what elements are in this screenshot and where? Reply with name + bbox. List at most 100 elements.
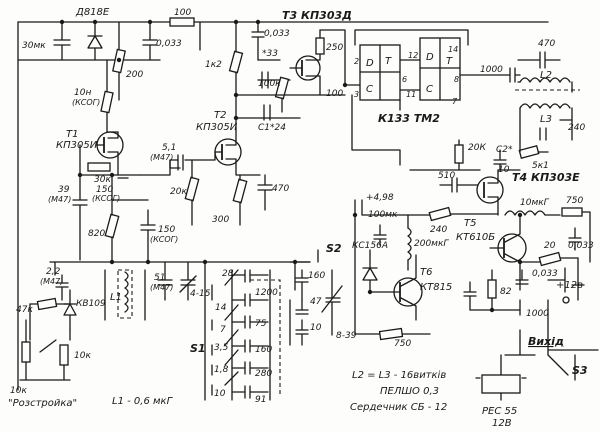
label-ic: К133 ТМ2 xyxy=(378,112,440,125)
note-core: Сердечник СБ - 12 xyxy=(350,402,447,413)
label-c39: 39 xyxy=(58,185,70,195)
label-t4: Т4 КП303Е xyxy=(512,171,580,184)
label-c33: *33 xyxy=(262,49,278,59)
label-c160-b: 160 xyxy=(308,271,325,281)
label-c10: 10 xyxy=(498,165,510,175)
label-t3: Т3 КП303Д xyxy=(282,9,352,22)
label-s1: S1 xyxy=(190,342,206,355)
label-c35: 3,5 xyxy=(214,343,229,353)
label-t6-b: КТ815 xyxy=(420,282,452,293)
label-c30mk: 30мк xyxy=(22,41,46,51)
label-r750-a: 750 xyxy=(566,196,583,206)
label-v498: +4,98 xyxy=(366,193,394,203)
label-c22: 2,2 xyxy=(46,267,61,277)
label-c28: 28 xyxy=(222,269,234,279)
label-c1000-b: 1000 xyxy=(526,309,549,319)
label-c839: 8-39 xyxy=(336,331,357,341)
ic-pin-12: 12 xyxy=(408,51,418,60)
label-c10b: 10 xyxy=(214,389,226,399)
ic-pin-11: 11 xyxy=(406,90,416,99)
label-r100-b: 100 xyxy=(326,89,343,99)
label-c470-top: 470 xyxy=(538,39,555,49)
label-r47k: 47к xyxy=(16,305,33,315)
label-r750-b: 750 xyxy=(394,339,411,349)
label-p12v: +12в xyxy=(556,280,583,291)
ic-pin-14: 14 xyxy=(448,45,458,54)
label-c0033-c: 0,033 xyxy=(568,241,594,251)
label-vyhid: Вихід xyxy=(528,335,564,348)
label-c150-a: 150 xyxy=(96,185,113,195)
ic-pin-c2: С xyxy=(426,84,433,95)
ic-pin-t2: T xyxy=(446,56,453,67)
note-l2-l3: L2 = L3 - 16витків xyxy=(352,369,446,381)
ic-pin-3: 3 xyxy=(354,90,359,99)
label-r10n: 10н xyxy=(74,88,91,98)
label-r20k-a: 20к xyxy=(170,187,187,197)
label-l2: L2 xyxy=(540,70,552,81)
label-r200: 200 xyxy=(126,70,143,80)
relay-res55 xyxy=(481,374,521,394)
label-r1k2: 1к2 xyxy=(205,60,222,70)
ic-pin-7: 7 xyxy=(452,97,458,106)
label-c0033-a: 0,033 xyxy=(156,39,182,49)
label-r20: 20 xyxy=(544,241,556,251)
label-ksog3: (КСОГ) xyxy=(150,235,178,244)
label-t2-a: Т2 xyxy=(214,110,226,121)
label-c160-a: 160 xyxy=(255,345,272,355)
label-r100-top: 100 xyxy=(174,8,191,18)
label-r10k-a: 10к xyxy=(10,386,27,396)
label-c18: 1,8 xyxy=(214,365,229,375)
label-c7: 7 xyxy=(220,325,226,335)
note-wire: ПЕЛШО 0,3 xyxy=(380,386,439,397)
label-t5-a: Т5 xyxy=(464,218,476,229)
label-r82: 82 xyxy=(500,287,512,297)
label-m47-a: (М47) xyxy=(150,153,173,162)
label-c2: С2* xyxy=(496,145,513,155)
label-c150-b: 150 xyxy=(158,225,175,235)
label-r820: 820 xyxy=(88,229,105,239)
label-r10mkg: 10мкГ xyxy=(520,198,550,208)
label-c91: 91 xyxy=(255,395,266,405)
label-kv109: КВ109 xyxy=(76,299,106,309)
label-r300: 300 xyxy=(212,215,229,225)
label-r10k-b: 10к xyxy=(74,351,91,361)
label-c51-b: 51 xyxy=(154,273,165,283)
label-c415: 4-15 xyxy=(190,289,211,299)
label-d818e: Д818Е xyxy=(75,7,110,18)
label-c280: 280 xyxy=(255,369,272,379)
label-kc156: КС156А xyxy=(352,241,388,251)
label-s3: S3 xyxy=(572,364,588,377)
label-l1: L1 xyxy=(110,292,122,303)
coil-l2 xyxy=(519,77,571,83)
label-m47-d: (М47) xyxy=(150,283,173,292)
label-ksog2: (КСОГ) xyxy=(92,194,120,203)
label-m47-c: (М47) xyxy=(40,277,63,286)
ic-pin-c1: С xyxy=(366,84,373,95)
label-c0033-d: 0,033 xyxy=(532,269,558,279)
ic-pin-t1: T xyxy=(385,56,392,67)
label-rozstr: "Розстройка" xyxy=(8,398,77,409)
label-c240-b: 240 xyxy=(430,225,447,235)
label-t1-a: Т1 xyxy=(66,129,78,140)
ic-pin-2: 2 xyxy=(354,57,359,66)
label-c1000: 1000 xyxy=(480,65,503,75)
label-t1-b: КП305И xyxy=(56,140,98,151)
label-t5-b: КТ610Б xyxy=(456,232,495,243)
label-c1200: 1200 xyxy=(255,288,278,298)
label-c240-a: 240 xyxy=(568,123,585,133)
label-c0033-top: 0,033 xyxy=(264,29,290,39)
label-r20k-b: 20К xyxy=(468,143,486,153)
label-c200mkg: 200мкГ xyxy=(414,239,449,249)
label-r30k: 30к xyxy=(94,175,111,185)
ic-pin-6: 6 xyxy=(402,75,407,84)
label-c47: 47 xyxy=(310,297,322,307)
label-t6-a: Т6 xyxy=(420,267,432,278)
label-r5k1: 5к1 xyxy=(532,161,549,171)
label-c10c: 10 xyxy=(310,323,322,333)
label-c75: 75 xyxy=(255,319,267,329)
label-t2-b: КП305И xyxy=(196,122,238,133)
ic-pin-d2: D xyxy=(426,52,434,63)
label-relay: РЕС 55 xyxy=(482,406,517,417)
coil-l3 xyxy=(519,103,571,109)
